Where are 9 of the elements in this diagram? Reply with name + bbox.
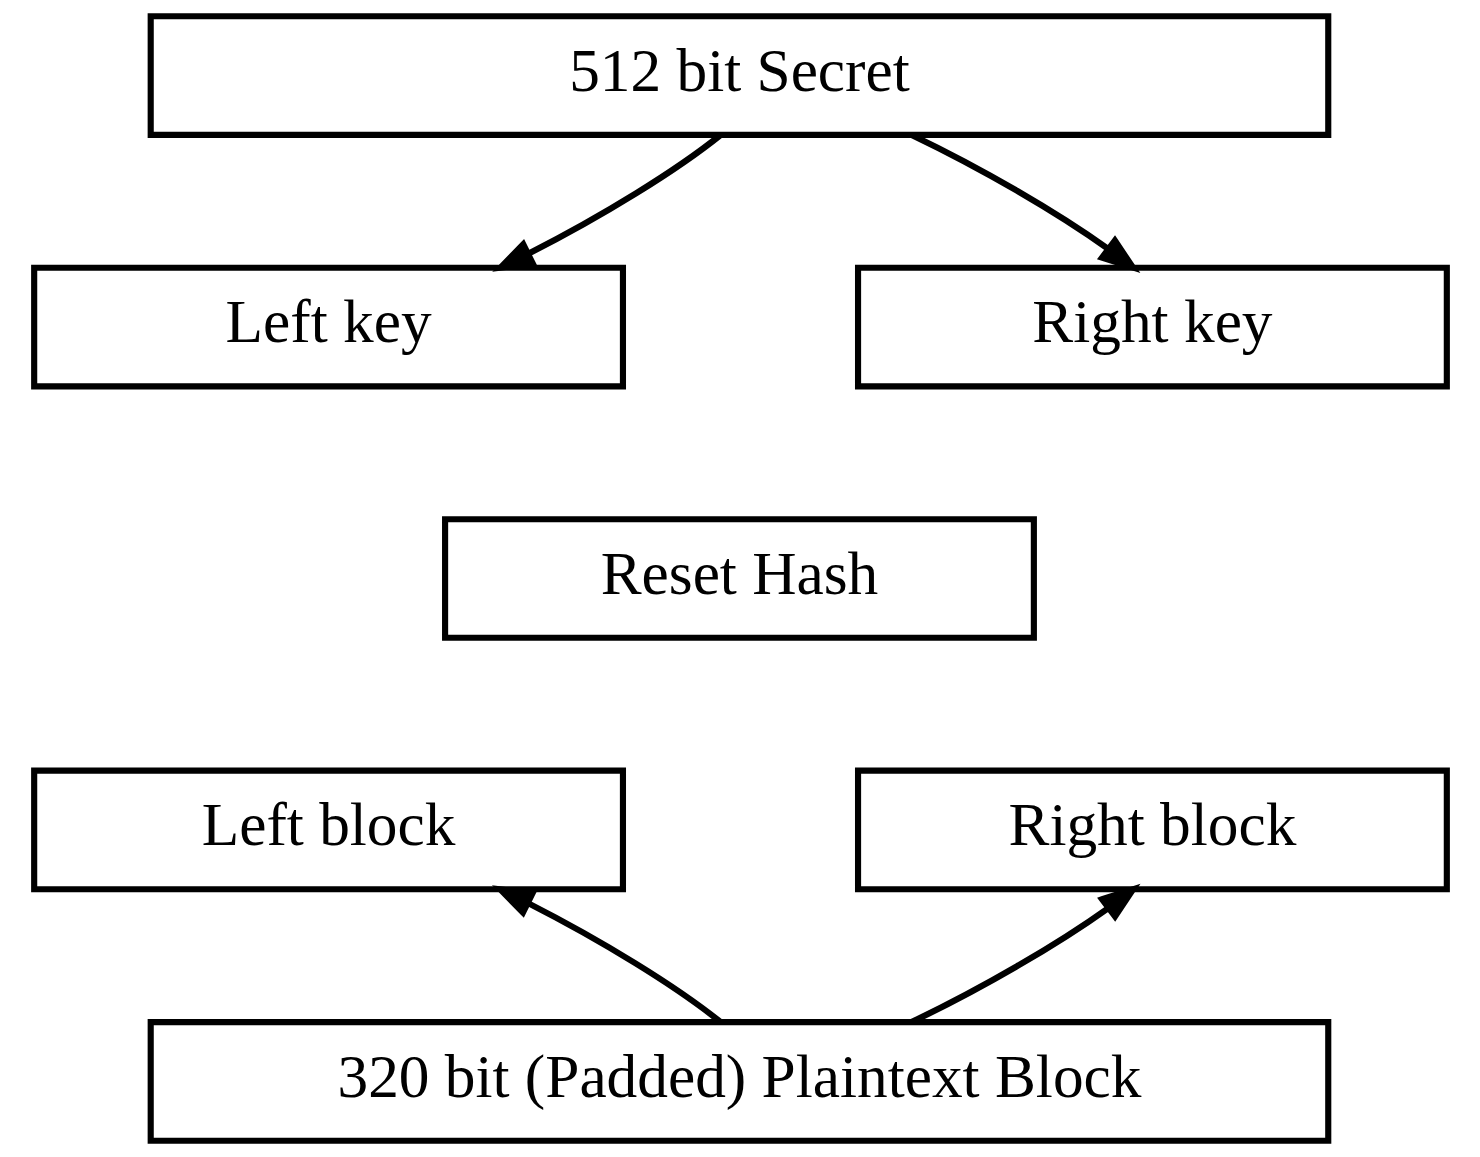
node-box: 320 bit (Padded) Plaintext Block xyxy=(147,1019,1331,1144)
arrow xyxy=(910,883,1140,1025)
node-box: Left key xyxy=(30,264,626,390)
node-box: Reset Hash xyxy=(441,516,1037,641)
node-box: Right key xyxy=(854,264,1450,390)
node-box: Left block xyxy=(30,767,626,893)
node-box: Right block xyxy=(854,767,1450,893)
node-box: 512 bit Secret xyxy=(147,13,1331,138)
arrow xyxy=(909,132,1140,274)
